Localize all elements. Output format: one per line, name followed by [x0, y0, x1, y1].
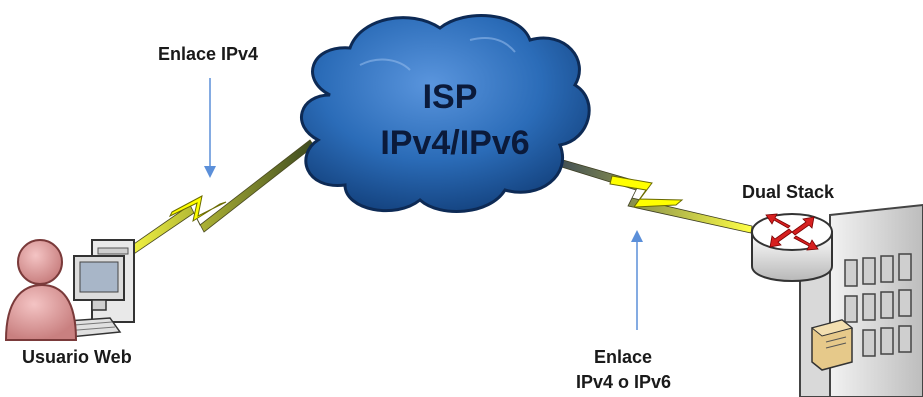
arrow-right-link — [631, 230, 643, 330]
arrow-left-link — [204, 78, 216, 178]
computer-icon — [50, 239, 135, 339]
cloud-title: ISP — [422, 78, 478, 116]
lightning-link-icon — [609, 175, 684, 208]
link-right-label-line2: IPv4 o IPv6 — [576, 372, 672, 392]
arrow-icon — [204, 166, 216, 178]
lightning-link-icon — [168, 195, 227, 223]
server-building-icon — [799, 203, 923, 397]
cloud-subtitle: IPv4/IPv6 — [380, 124, 530, 162]
router-icon — [751, 213, 833, 282]
cloud-icon — [300, 14, 591, 213]
arrow-icon — [631, 230, 643, 242]
link-right-label-line1: Enlace — [594, 347, 653, 367]
user-icon — [4, 239, 78, 341]
user-label: Usuario Web — [22, 347, 132, 367]
user-workstation — [4, 239, 135, 341]
link-right — [554, 157, 753, 234]
router-label: Dual Stack — [742, 182, 835, 202]
link-left-label: Enlace IPv4 — [158, 44, 259, 64]
link-left — [117, 139, 315, 263]
